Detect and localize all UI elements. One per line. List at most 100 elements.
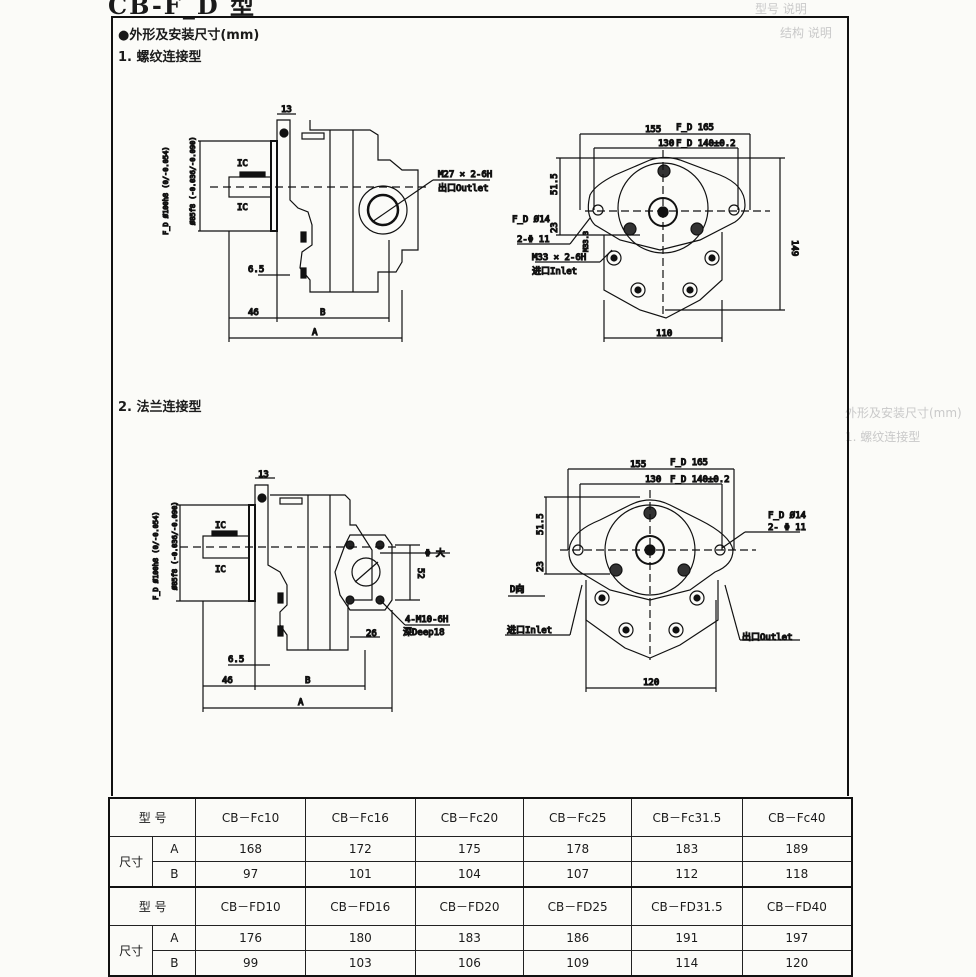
dim-b-cell: 104 xyxy=(414,861,525,888)
d2-dim-52: 52 xyxy=(415,568,425,579)
model-label: 型 号 xyxy=(108,797,197,837)
dim-a-cell: 183 xyxy=(414,925,525,951)
dim-b-cell: 118 xyxy=(741,861,853,888)
dim-a-cell: 186 xyxy=(523,925,632,951)
dim-a-cell: 189 xyxy=(741,836,853,862)
d2-flange-dia: Φ 大 xyxy=(425,547,445,559)
model-cell: CB－FD10 xyxy=(195,886,306,926)
d2-dim-26: 26 xyxy=(366,629,377,639)
dim-b-cell: 107 xyxy=(523,861,632,888)
model-label: 型 号 xyxy=(108,886,197,926)
d2-dim-A: A xyxy=(298,698,304,708)
d2-fd-hole: F_D Ø14 xyxy=(768,510,806,521)
dim-b-cell: 109 xyxy=(523,950,632,977)
d1-dim-13: 13 xyxy=(281,105,292,115)
d2-dim-13: 13 xyxy=(258,470,269,480)
dim-a-cell: 197 xyxy=(741,925,853,951)
d1-outlet-thread: M27 × 2-6H xyxy=(438,170,492,180)
d2-dim-120: 120 xyxy=(643,678,659,688)
d1-dim-149: 149 xyxy=(789,240,799,256)
model-cell: CB－Fc40 xyxy=(741,797,853,837)
dim-b-cell: 97 xyxy=(195,861,306,888)
model-cell: CB－Fc25 xyxy=(523,797,632,837)
size-label: 尺寸 xyxy=(108,836,154,888)
dim-a-cell: 176 xyxy=(195,925,306,951)
d2-fd-140: F_D 140±0.2 xyxy=(670,475,730,485)
d2-front-view xyxy=(505,468,800,692)
d1-holes: 2-Φ 11 xyxy=(517,235,550,245)
dim-a-cell: 183 xyxy=(631,836,743,862)
d1-fd-hole: F_D Ø14 xyxy=(512,214,550,225)
d2-depth: 深Deep18 xyxy=(403,627,445,638)
model-row-fc: 型 号 CB－Fc10 CB－Fc16 CB－Fc20 CB－Fc25 CB－F… xyxy=(108,797,853,837)
dim-a-label: A xyxy=(152,836,197,862)
d1-dim-155: 155 xyxy=(645,125,661,135)
page-title: CB-F_D 型 xyxy=(108,0,256,20)
dim-a-label: A xyxy=(152,925,197,951)
ghost-text: 结构 说明 xyxy=(780,26,832,40)
dim-b-cell: 106 xyxy=(414,950,525,977)
d1-dim-6-5: 6.5 xyxy=(248,265,264,275)
d2-dim-B: B xyxy=(305,676,310,686)
dim-a-cell: 168 xyxy=(195,836,306,862)
d2-side-view xyxy=(176,477,450,712)
document-frame xyxy=(111,16,849,796)
dim-a-row-fd: 尺寸 A 176 180 183 186 191 197 xyxy=(108,925,853,977)
d1-dim-B: B xyxy=(320,308,325,318)
d2-inlet-label: 进口Inlet xyxy=(507,625,552,636)
d2-holes: 2- Φ 11 xyxy=(768,523,806,533)
dim-b-row-fc: B 97 101 104 107 112 118 xyxy=(109,861,853,888)
d1-dim-small: M33.3 xyxy=(582,231,590,252)
dim-b-cell: 103 xyxy=(304,950,416,977)
d1-dim-51-5: 51.5 xyxy=(550,173,560,195)
dim-b-cell: 114 xyxy=(631,950,743,977)
dim-b-row-fd: B 99 103 106 109 114 120 xyxy=(109,950,853,977)
d2-dim-46: 46 xyxy=(222,676,233,686)
d2-thread: 4-M10-6H xyxy=(405,615,448,625)
d1-side-view xyxy=(198,113,490,342)
d1-dim-46: 46 xyxy=(248,308,259,318)
d1-inlet-thread: M33 × 2-6H xyxy=(532,253,586,263)
model-row-fd: 型 号 CB－FD10 CB－FD16 CB－FD20 CB－FD25 CB－F… xyxy=(108,886,853,926)
dim-b-label: B xyxy=(152,861,197,888)
dim-a-cell: 180 xyxy=(304,925,416,951)
model-cell: CB－Fc20 xyxy=(414,797,525,837)
dim-a-cell: 178 xyxy=(523,836,632,862)
dim-b-cell: 99 xyxy=(195,950,306,977)
dim-a-cell: 172 xyxy=(304,836,416,862)
d1-fd-165: F_D 165 xyxy=(676,123,714,133)
flanged-type-label: 2. 法兰连接型 xyxy=(118,400,202,415)
model-cell: CB－FD31.5 xyxy=(631,886,743,926)
d2-fd-165: F_D 165 xyxy=(670,458,708,468)
d1-dim-130: 130 xyxy=(658,139,674,149)
size-label: 尺寸 xyxy=(108,925,154,977)
d1-inlet-label: 进口Inlet xyxy=(532,266,577,277)
dim-b-cell: 120 xyxy=(741,950,853,977)
model-cell: CB－Fc31.5 xyxy=(631,797,743,837)
d2-shaft-dia: Ø85f8 (-0.036/-0.090) xyxy=(171,501,179,590)
model-cell: CB－FD20 xyxy=(414,886,525,926)
dim-b-label: B xyxy=(152,950,197,977)
model-cell: CB－FD40 xyxy=(741,886,853,926)
d1-front-view xyxy=(517,133,785,342)
d2-dim-6-5: 6.5 xyxy=(228,655,244,665)
dim-a-cell: 191 xyxy=(631,925,743,951)
dim-a-cell: 175 xyxy=(414,836,525,862)
d2-dim-155: 155 xyxy=(630,460,646,470)
model-cell: CB－Fc10 xyxy=(195,797,306,837)
ghost-text: 型号 说明 xyxy=(755,2,807,16)
d2-fd-dia: F_D Ø100h8 (0/-0.054) xyxy=(152,511,160,600)
dim-b-cell: 112 xyxy=(631,861,743,888)
d2-dim-23: 23 xyxy=(536,561,546,572)
d1-dim-110: 110 xyxy=(656,329,672,339)
model-cell: CB－FD25 xyxy=(523,886,632,926)
d1-dim-A: A xyxy=(312,328,318,338)
d1-label-ic-top: IC xyxy=(237,159,248,169)
spec-table: 型 号 CB－Fc10 CB－Fc16 CB－Fc20 CB－Fc25 CB－F… xyxy=(108,797,853,977)
model-cell: CB－FD16 xyxy=(304,886,416,926)
dim-a-row-fc: 尺寸 A 168 172 175 178 183 189 xyxy=(108,836,853,888)
d2-dim-51-5: 51.5 xyxy=(536,513,546,535)
d2-dim-130: 130 xyxy=(645,475,661,485)
dim-b-cell: 101 xyxy=(304,861,416,888)
